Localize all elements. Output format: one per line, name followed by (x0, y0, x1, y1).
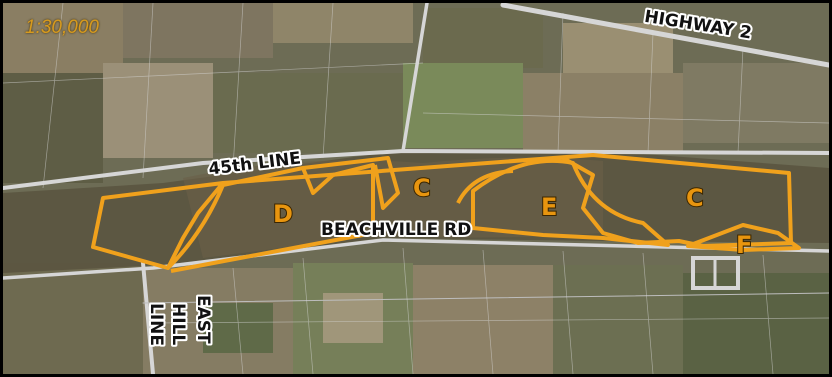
north-side-road (401, 3, 429, 153)
subdivision-loop (691, 256, 740, 290)
study-area-boundaries (91, 153, 801, 273)
zone-c-west-label: C (413, 174, 431, 202)
parcel-lines (3, 3, 829, 374)
line-label-vertical: LINE (146, 303, 166, 346)
boundary-zone-f (686, 223, 801, 252)
aerial-map[interactable]: HIGHWAY 2 45th LINE BEACHVILLE RD HILL L… (3, 3, 829, 374)
boundary-zone-c-west (302, 156, 400, 210)
boundary-zone-d-inner (166, 163, 375, 273)
map-scale-label: 1:30,000 (25, 17, 99, 38)
zone-labels: D C E C F (272, 173, 753, 260)
roads (3, 3, 829, 374)
hill-label-vertical: HILL (168, 303, 188, 345)
zone-d-label: D (273, 200, 293, 228)
zone-e-label: E (541, 193, 557, 221)
boundary-zone-e-inner (456, 169, 514, 204)
east-label-vertical: EAST (193, 295, 213, 344)
zone-c-east-label: C (686, 184, 704, 212)
wooded-corridor (3, 151, 829, 273)
highway-2-road (500, 3, 829, 68)
zone-f-label: F (736, 231, 752, 259)
beachville-rd-label: BEACHVILLE RD (321, 220, 471, 240)
east-hill-line-road (141, 261, 155, 374)
boundary-zone-c-main (222, 153, 793, 248)
road-labels: HIGHWAY 2 45th LINE BEACHVILLE RD HILL L… (144, 5, 755, 348)
45th-line-road (3, 148, 829, 190)
